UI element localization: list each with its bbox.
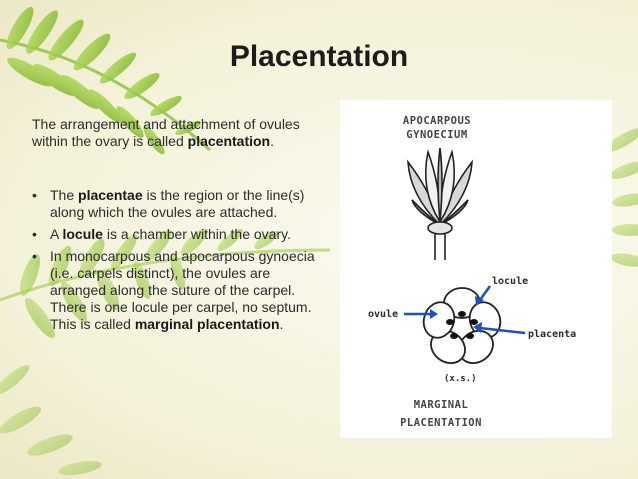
bullet-item-placentae: The placentae is the region or the line(… [32, 187, 322, 221]
bullet-text: The [50, 187, 79, 203]
top-caption: APOCARPOUS GYNOECIUM [362, 114, 512, 142]
label-ovule: ovule [368, 309, 398, 320]
label-placenta: placenta [528, 329, 576, 340]
bottom-caption-line: MARGINAL [413, 399, 469, 411]
bottom-caption: MARGINAL PLACENTATION [366, 398, 516, 430]
intro-paragraph: The arrangement and attachment of ovules… [32, 116, 322, 150]
flower-diagram-icon: locule ovule placenta (x.s.) [368, 147, 576, 384]
intro-text-end: . [270, 133, 274, 149]
slide-title: Placentation [229, 40, 409, 73]
bullet-list: The placentae is the region or the line(… [32, 187, 322, 338]
bullet-text: is the region or the line(s) along which… [50, 187, 305, 220]
bullet-text: . [279, 316, 284, 332]
bullet-text: A [50, 226, 63, 242]
top-caption-line: APOCARPOUS [402, 115, 472, 127]
label-locule: locule [492, 276, 528, 287]
bullet-text: is a chamber within the ovary. [102, 226, 291, 242]
label-section: (x.s.) [444, 374, 477, 384]
bullet-item-marginal: In monocarpous and apocarpous gynoecia (… [32, 248, 322, 333]
bullet-bold-term: placentae [78, 187, 143, 203]
bullet-text: In monocarpous and apocarpous gynoecia (… [50, 248, 315, 332]
bullet-bold-term: marginal placentation [134, 316, 280, 332]
bottom-caption-line: PLACENTATION [400, 417, 482, 429]
bullet-item-locule: A locule is a chamber within the ovary. [32, 226, 322, 243]
placentation-diagram: APOCARPOUS GYNOECIUM [340, 100, 612, 438]
intro-text: The arrangement and attachment of ovules… [32, 116, 300, 149]
bullet-bold-term: locule [62, 226, 103, 242]
intro-bold-term: placentation [187, 133, 271, 149]
top-caption-line: GYNOECIUM [406, 129, 468, 141]
